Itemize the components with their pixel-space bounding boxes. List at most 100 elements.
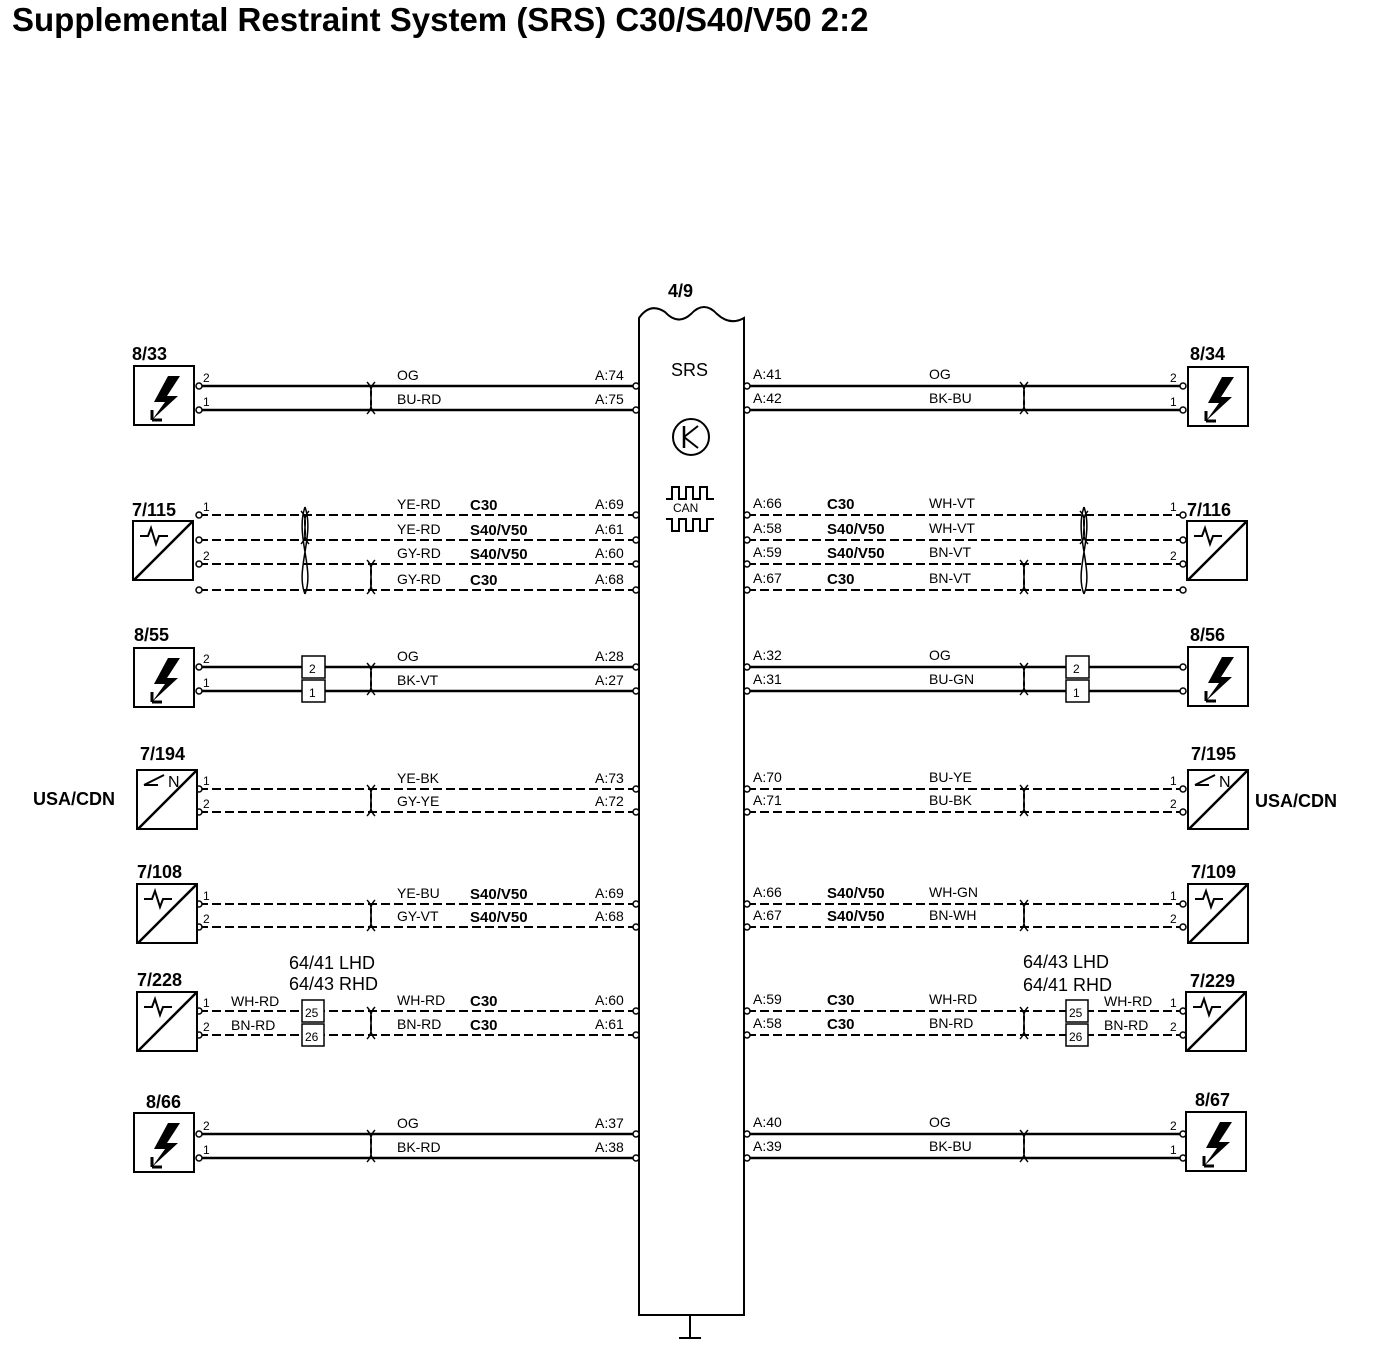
splice-cavity [301, 999, 325, 1023]
ecu-pin-dot [743, 900, 751, 908]
component-8-34 [1187, 366, 1249, 427]
component-pin-label: 2 [203, 1119, 210, 1133]
component-pin-dot [195, 663, 203, 671]
component-id-label: 8/55 [134, 625, 169, 645]
ecu-pin-label: A:72 [595, 793, 624, 809]
component-pin-label: 2 [1170, 797, 1177, 811]
ecu-pin-label: A:32 [753, 647, 782, 663]
ecu-pin-label: A:74 [595, 367, 624, 383]
component-pin-label: 2 [203, 912, 210, 926]
twisted-pair-marker [1019, 559, 1029, 595]
ecu-pin-label: A:73 [595, 770, 624, 786]
transistor-icon [672, 418, 710, 456]
ecu-pin-dot [632, 1154, 640, 1162]
stub-wire-color-label: WH-RD [1104, 993, 1152, 1009]
wire-color-label: BK-BU [929, 390, 972, 406]
twisted-pair-marker [366, 381, 376, 415]
ecu-pin-dot [632, 560, 640, 568]
variant-label: C30 [470, 572, 498, 589]
twisted-pair-marker [1019, 1129, 1029, 1163]
ecu-pin-label: A:39 [753, 1138, 782, 1154]
component-pin-label: 1 [1170, 395, 1177, 409]
connector-pin-label: 1 [1073, 686, 1080, 700]
component-pin-dot [1179, 511, 1187, 519]
component-pin-label: 2 [1170, 549, 1177, 563]
ecu-pin-label: A:68 [595, 571, 624, 587]
splice-label-left-2: 64/43 RHD [289, 974, 378, 994]
component-pin-label: 2 [203, 371, 210, 385]
ecu-pin-dot [743, 511, 751, 519]
ecu-pin-dot [743, 382, 751, 390]
wire-color-label: BU-YE [929, 769, 972, 785]
ecu-pin-dot [743, 808, 751, 816]
ecu-pin-dot [632, 785, 640, 793]
wire-color-label: BU-BK [929, 792, 972, 808]
splice-cavity [1065, 1023, 1089, 1047]
ecu-id: 4/9 [668, 281, 693, 301]
ecu-pin-label: A:66 [753, 884, 782, 900]
connector-cavity [1065, 679, 1090, 703]
component-pin-dot [1179, 687, 1187, 695]
ecu-pin-dot [632, 511, 640, 519]
twisted-pair-marker [1019, 381, 1029, 415]
stub-wire-color-label: BN-RD [1104, 1017, 1148, 1033]
wire-color-label: WH-VT [929, 495, 975, 511]
variant-label: C30 [827, 1016, 855, 1033]
component-8-66 [133, 1112, 195, 1173]
component-pin-label: 1 [203, 996, 210, 1010]
ecu-pin-label: A:42 [753, 390, 782, 406]
twisted-pair-marker [1019, 899, 1029, 932]
ecu-pin-dot [632, 663, 640, 671]
ecu-pin-label: A:60 [595, 992, 624, 1008]
component-id-label: 7/115 [132, 500, 176, 520]
component-pin-dot [195, 1154, 203, 1162]
ecu-pin-dot [632, 923, 640, 931]
wire-color-label: GY-VT [397, 908, 439, 924]
ecu-pin-label: A:41 [753, 366, 782, 382]
ecu-pin-dot [743, 560, 751, 568]
wire-color-label: BK-RD [397, 1139, 441, 1155]
ecu-pin-label: A:69 [595, 885, 624, 901]
ecu-pin-label: A:58 [753, 1015, 782, 1031]
variant-label: C30 [827, 571, 855, 588]
ecu-pin-dot [632, 1007, 640, 1015]
component-8-56 [1187, 646, 1249, 707]
wire-color-label: GY-YE [397, 793, 439, 809]
ecu-name: SRS [671, 360, 708, 380]
ecu-pin-dot [743, 536, 751, 544]
ecu-pin-dot [632, 687, 640, 695]
variant-label: C30 [827, 496, 855, 513]
srs-ecu [638, 306, 745, 1339]
splice-pin-label: 26 [305, 1030, 319, 1044]
component-pin-label: 1 [1170, 996, 1177, 1010]
variant-label: C30 [470, 1017, 498, 1034]
component-pin-label: 1 [1170, 774, 1177, 788]
component-8-55 [133, 647, 195, 708]
twisted-pair-marker [366, 662, 376, 696]
ecu-pin-label: A:59 [753, 991, 782, 1007]
splice-pin-label: 25 [305, 1006, 319, 1020]
component-8-33 [133, 365, 195, 426]
ecu-pin-dot [632, 382, 640, 390]
component-pin-label: 1 [1170, 500, 1177, 514]
twisted-pair-marker [366, 784, 376, 817]
component-id-label: 7/229 [1190, 971, 1235, 991]
ecu-pin-label: A:66 [753, 495, 782, 511]
ecu-pin-label: A:70 [753, 769, 782, 785]
twisted-pair-marker [1019, 662, 1029, 696]
ecu-pin-label: A:69 [595, 496, 624, 512]
splice-pin-label: 25 [1069, 1006, 1083, 1020]
twisted-pair-marker [366, 899, 376, 932]
ecu-pin-label: A:28 [595, 648, 624, 664]
ecu-pin-label: A:75 [595, 391, 624, 407]
wire-color-label: BK-BU [929, 1138, 972, 1154]
variant-label: S40/V50 [827, 908, 885, 925]
ecu-pin-label: A:59 [753, 544, 782, 560]
ecu-pin-dot [743, 1031, 751, 1039]
ecu-pin-label: A:71 [753, 792, 782, 808]
wire-color-label: OG [929, 366, 951, 382]
wire-color-label: BU-RD [397, 391, 441, 407]
ecu-pin-dot [743, 1007, 751, 1015]
component-pin-dot [195, 560, 203, 568]
component-id-label: 7/195 [1191, 744, 1236, 764]
